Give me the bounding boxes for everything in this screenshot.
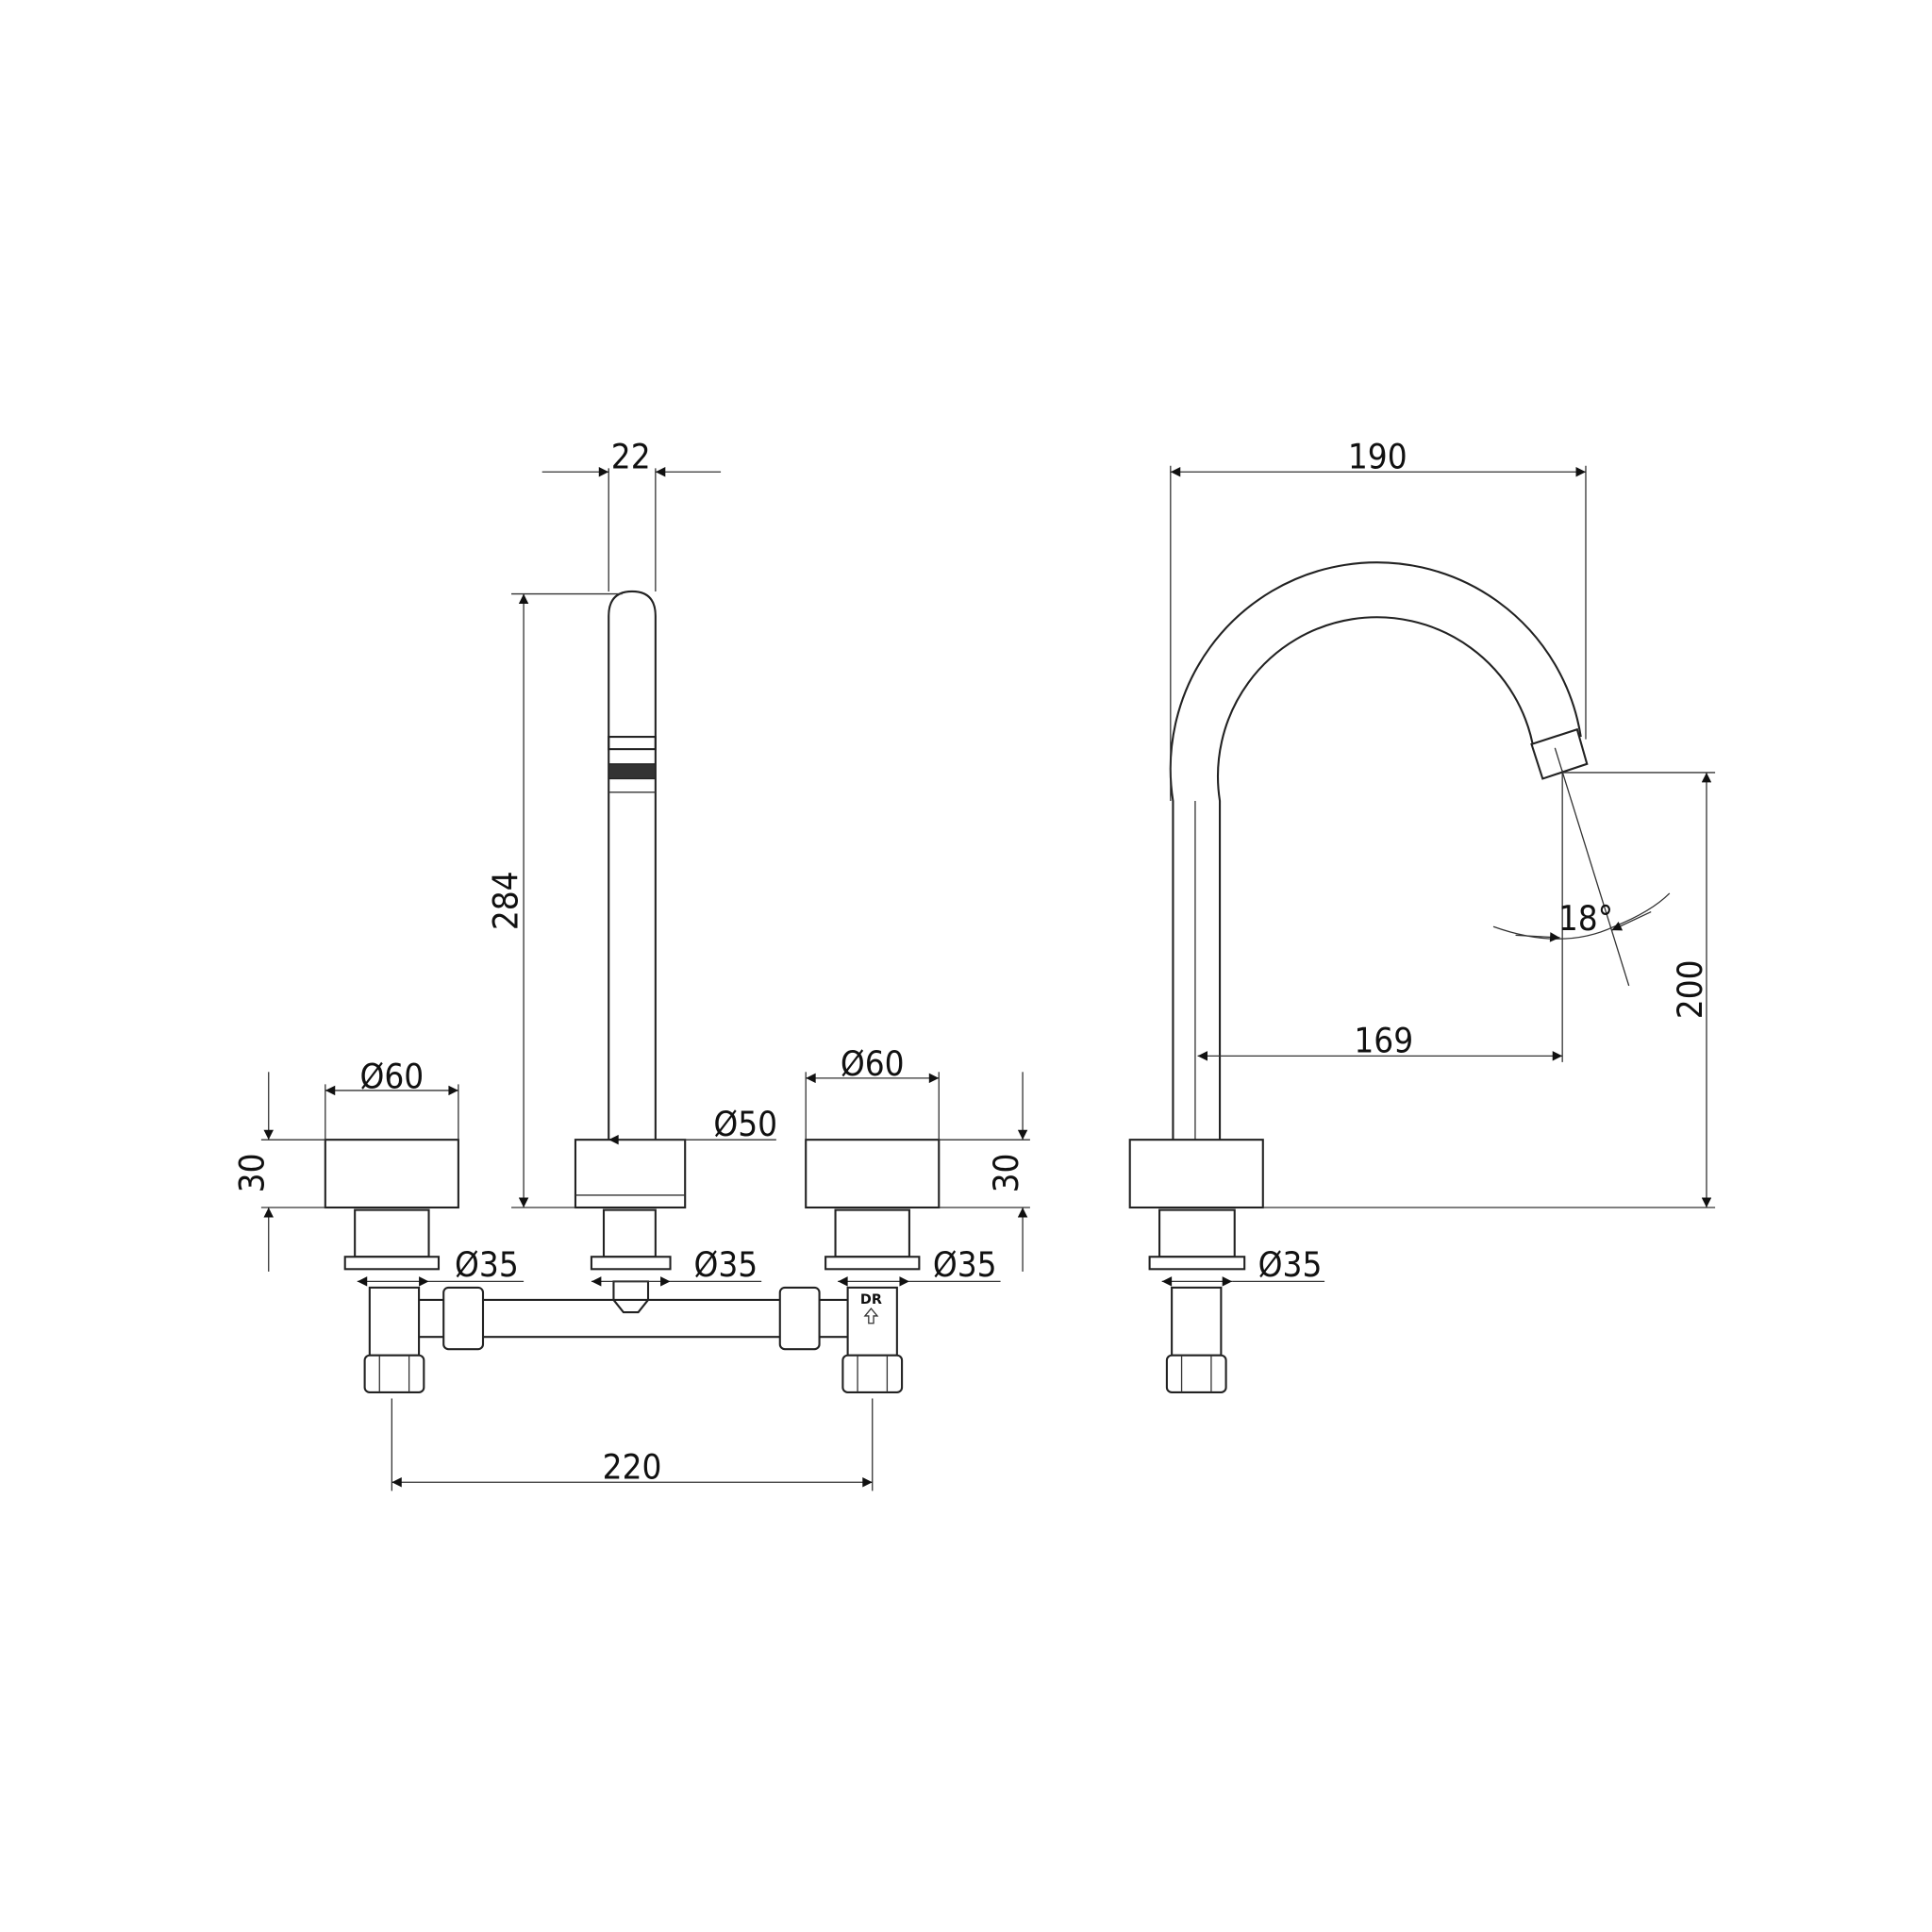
dim-label-left-30: 30 [232, 1153, 273, 1192]
spout-tube [608, 590, 657, 1141]
dim-label-190: 190 [1348, 436, 1407, 476]
dimension-spout-base: Ø50 [608, 1104, 777, 1145]
dimension-reach-190: 190 [1170, 436, 1587, 801]
dim-label-right-d60: Ø60 [841, 1043, 905, 1084]
dimension-height-200: 200 [1262, 772, 1716, 1208]
dim-label-d50: Ø50 [713, 1104, 777, 1144]
dim-label-right-d35: Ø35 [933, 1244, 997, 1285]
dimension-left-handle: Ø60 30 [232, 1056, 459, 1272]
dimension-spout-height: 284 [486, 592, 623, 1208]
dim-label-left-d60: Ø60 [359, 1056, 424, 1096]
dim-label-side-d35: Ø35 [1258, 1244, 1323, 1285]
front-view: DR 22 284 Ø50 [232, 436, 1030, 1491]
gooseneck-spout [1169, 561, 1589, 1141]
dim-label-center-d35: Ø35 [693, 1244, 758, 1285]
dim-label-right-30: 30 [986, 1153, 1026, 1192]
left-handle [324, 1139, 459, 1393]
side-base [1128, 1139, 1264, 1393]
dimension-right-handle: Ø60 30 [805, 1043, 1030, 1272]
spout-base [574, 1139, 687, 1314]
dim-label-169: 169 [1354, 1020, 1413, 1060]
dim-label-284: 284 [486, 871, 526, 930]
dim-label-18deg: 18° [1558, 898, 1613, 939]
dim-label-220: 220 [603, 1446, 662, 1487]
dimension-angle-18: 18° [1492, 747, 1671, 987]
dimension-spout-width: 22 [541, 436, 722, 591]
dimension-projection-169: 169 [1197, 770, 1563, 1062]
dim-label-left-d35: Ø35 [455, 1244, 519, 1285]
dimension-handle-centers: 220 [391, 1398, 874, 1491]
dim-label-22: 22 [611, 436, 651, 476]
connecting-pipe [419, 1286, 848, 1351]
side-view: Ø35 190 169 200 18° [1128, 436, 1716, 1393]
right-handle: DR [805, 1139, 941, 1393]
dimension-hole-diameters: Ø35 Ø35 Ø35 [357, 1244, 1001, 1287]
valve-marking: DR [860, 1292, 882, 1307]
dimension-side-d35: Ø35 [1161, 1244, 1325, 1287]
dim-label-200: 200 [1670, 959, 1710, 1019]
